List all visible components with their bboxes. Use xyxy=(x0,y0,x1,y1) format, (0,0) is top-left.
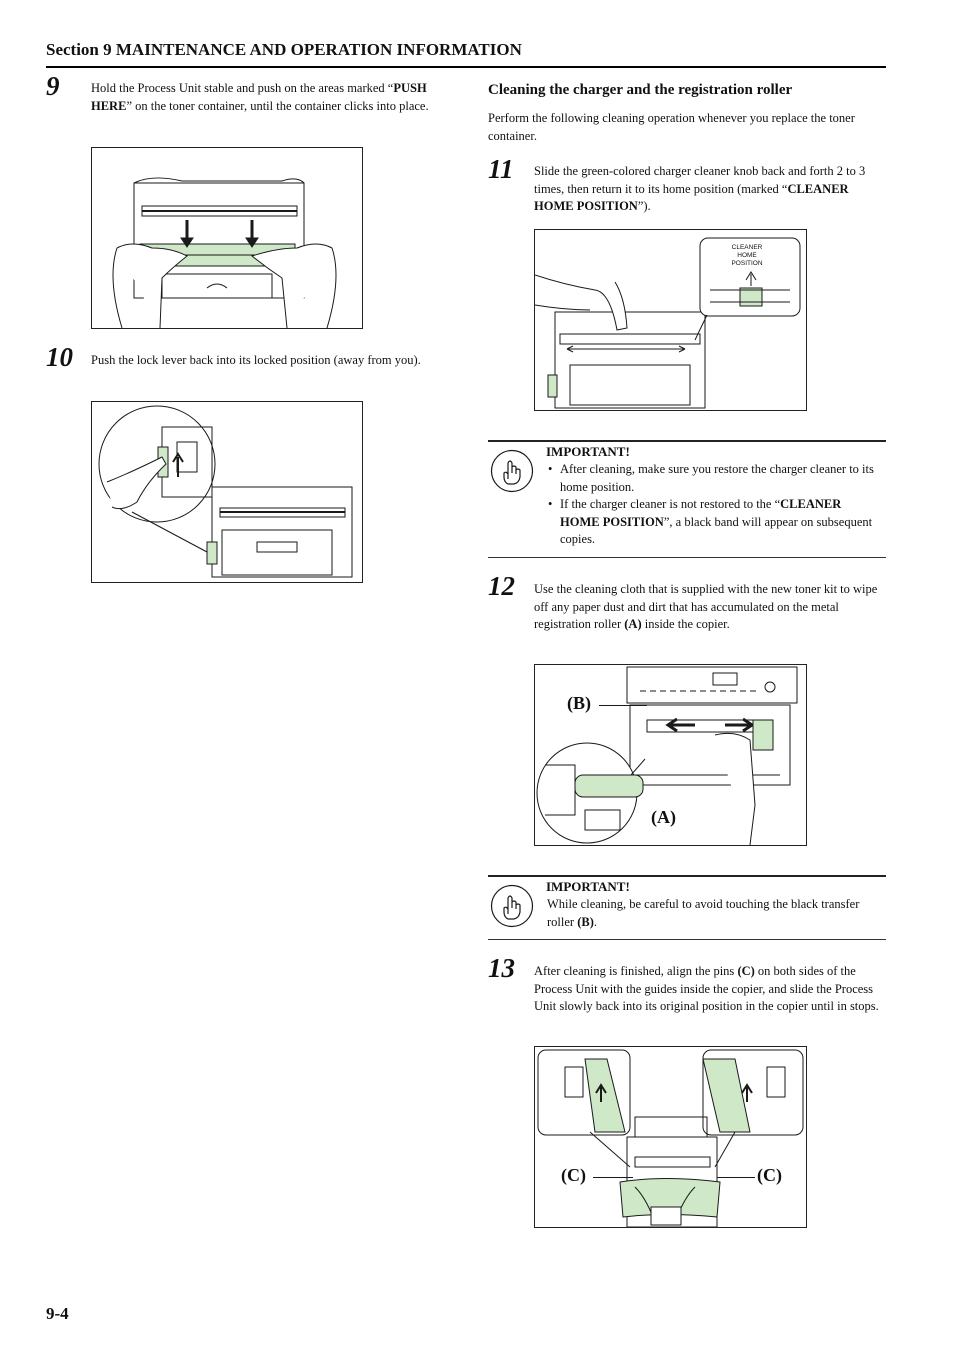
label-c-right-leader xyxy=(717,1177,755,1178)
important-1-list: After cleaning, make sure you restore th… xyxy=(546,461,876,549)
figure-registration-roller: (B) (A) xyxy=(534,664,807,846)
figure-push-here xyxy=(91,147,363,329)
step-13-text: After cleaning is finished, align the pi… xyxy=(534,964,879,1014)
step-11-number: 11 xyxy=(488,154,514,184)
label-a: (A) xyxy=(651,807,676,827)
step-12-text: Use the cleaning cloth that is supplied … xyxy=(534,582,878,632)
important-1-top-rule xyxy=(488,440,886,442)
header-rule xyxy=(46,66,886,68)
step-9-text: Hold the Process Unit stable and push on… xyxy=(91,81,429,113)
step-10-text: Push the lock lever back into its locked… xyxy=(91,353,421,367)
cleaner-home-callout: CLEANER HOME POSITION xyxy=(731,244,763,267)
pointing-hand-icon xyxy=(490,884,534,928)
step-12-number: 12 xyxy=(488,571,515,601)
figure-lock-lever xyxy=(91,401,363,583)
section-header: Section 9 MAINTENANCE AND OPERATION INFO… xyxy=(46,40,522,59)
important-2-text: While cleaning, be careful to avoid touc… xyxy=(547,897,860,929)
figure-align-pins: (C) (C) xyxy=(534,1046,807,1228)
important-1-bottom-rule xyxy=(488,557,886,558)
important-2-bottom-rule xyxy=(488,939,886,940)
section-intro: Perform the following cleaning operation… xyxy=(488,111,855,143)
step-9-number: 9 xyxy=(46,71,60,101)
important-2-title: IMPORTANT! xyxy=(546,879,630,894)
figure-charger-cleaner: CLEANER HOME POSITION xyxy=(534,229,807,411)
step-13-number: 13 xyxy=(488,953,515,983)
step-11-text: Slide the green-colored charger cleaner … xyxy=(534,164,866,214)
pointing-hand-icon xyxy=(490,449,534,493)
label-c-left: (C) xyxy=(561,1165,586,1185)
label-b: (B) xyxy=(567,693,591,713)
section-subheading: Cleaning the charger and the registratio… xyxy=(488,82,793,98)
label-c-left-leader xyxy=(593,1177,633,1178)
label-c-right: (C) xyxy=(757,1165,782,1185)
important-1-title: IMPORTANT! xyxy=(546,444,630,459)
important-1-item: If the charger cleaner is not restored t… xyxy=(546,496,876,549)
important-2-top-rule xyxy=(488,875,886,877)
important-1-item: After cleaning, make sure you restore th… xyxy=(546,461,876,496)
page-number: 9-4 xyxy=(46,1304,69,1323)
step-10-number: 10 xyxy=(46,342,73,372)
label-b-leader xyxy=(599,705,647,706)
